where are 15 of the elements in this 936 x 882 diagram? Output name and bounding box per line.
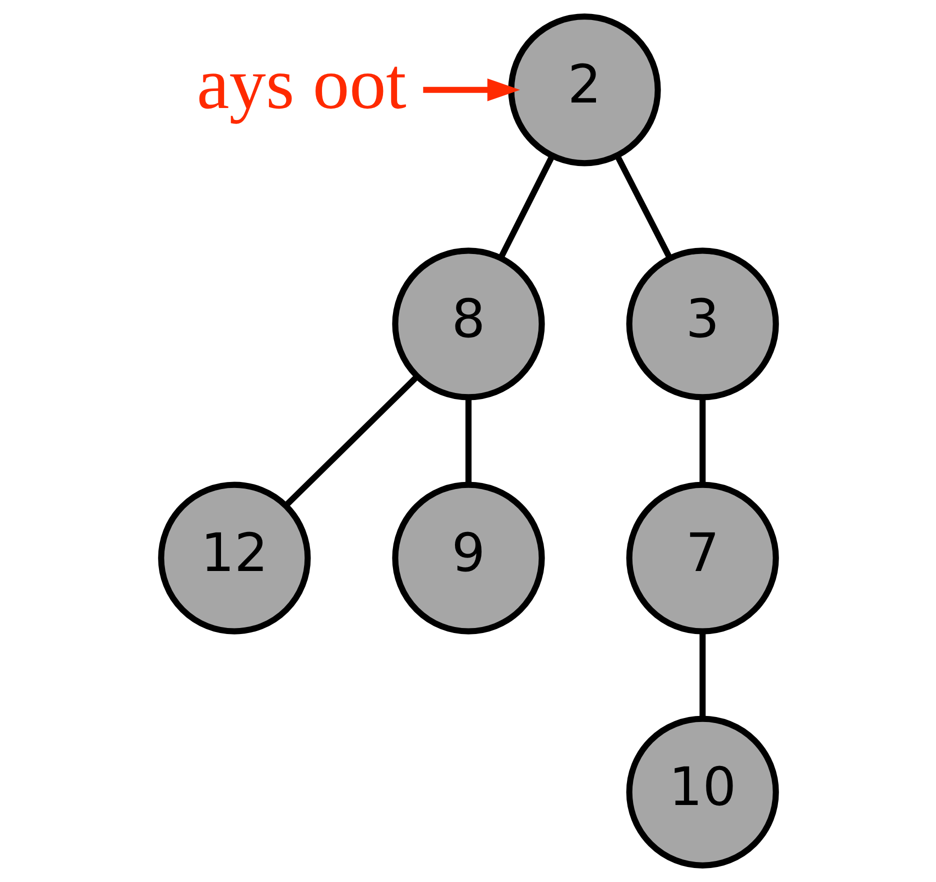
node-circle: 12 (158, 482, 310, 634)
connector (614, 154, 672, 260)
connector (464, 398, 472, 485)
connector (699, 632, 706, 719)
node-circle: 7 (626, 482, 778, 634)
node-circle: 9 (392, 482, 544, 634)
node-circle: 10 (626, 716, 778, 868)
connector (283, 374, 419, 508)
node-circle: 8 (392, 248, 544, 400)
connector (699, 398, 706, 485)
arrow (422, 78, 520, 102)
node-circle: 2 (508, 14, 660, 166)
connector (498, 154, 554, 259)
node-text: ays oot (196, 42, 406, 124)
node-circle: 3 (626, 248, 778, 400)
